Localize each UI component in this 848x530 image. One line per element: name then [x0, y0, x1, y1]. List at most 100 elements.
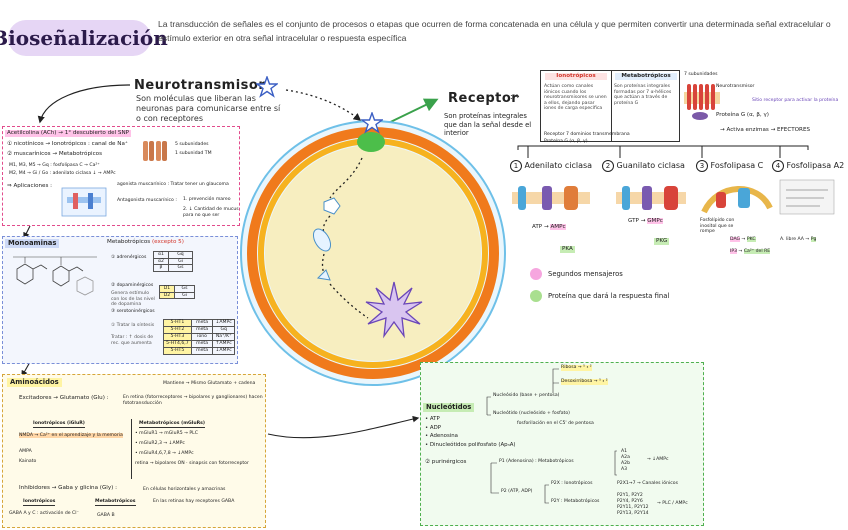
effector4-aa: A. libre AA: [780, 237, 804, 242]
amino-acids-excitatory-desc: En retina (fotorreceptores → bipolares y…: [123, 395, 263, 406]
monoamines-note-2: Tratar : ↑ dosis de rec. que aumenta: [111, 335, 154, 346]
adrenergic-row: α2 Gi: [153, 258, 193, 266]
adrenergic-value: Gq: [177, 252, 184, 257]
effector-1-label: Adenilato ciclasa: [524, 161, 593, 170]
legend-second-messengers: Segundos mensajeros: [530, 268, 623, 280]
acetylcholine-applications: ⇒ Aplicaciones :: [7, 183, 53, 189]
dopamine-receptor: D2: [160, 292, 175, 299]
effector4-chain: A. libre AA → Pg: [780, 237, 817, 242]
ionotropic-header: Ionotrópicos: [545, 73, 607, 80]
acetylcholine-title: Acetilcolina (ACh) → 1° descubierto del …: [5, 130, 132, 137]
effector-3-label: Fosfolipasa C: [710, 161, 764, 170]
serotonin-cell: 5-HT5: [164, 348, 192, 354]
metabotropic-header: Metabotrópicos: [615, 73, 677, 80]
effector2-pkg: PKG: [654, 238, 670, 245]
effector1-atp: ATP: [532, 224, 543, 230]
serotonin-cell: 5-HT3: [164, 334, 192, 340]
p2y-receptor: P2Y4, P2Y6: [617, 499, 643, 504]
nucleotide-deoxyribose: Desoxirribosa → ⁵ ₃ ²: [561, 379, 608, 385]
nucleotide-item: • Dinucleótidos polifosfato (ApₙA): [425, 441, 516, 448]
amino-acids-title: Aminoácidos: [7, 378, 62, 387]
nucleoside-def: Nucleósido (base + pentosa): [493, 393, 560, 398]
adrenergic-receptor: β: [154, 265, 169, 271]
signal-path-icon: [312, 157, 369, 319]
serotonin-cell: meta: [192, 320, 214, 326]
dopamine-receptor: D1: [160, 286, 175, 292]
acetylcholine-agonist: agonista muscarínico : Tratar tener un g…: [117, 182, 229, 187]
amino-acids-box: Aminoácidos Mantiene → Mismo Glutamato +…: [2, 374, 266, 528]
receptor-desc: Son proteínas integrales que dan la seña…: [444, 112, 532, 137]
ionotropic-desc: Actúan como canales iónicos cuando los n…: [544, 84, 607, 112]
membrane-pla2: [779, 179, 835, 215]
amino-acids-excitatory: Excitadores → Glutamato (Glu) :: [19, 395, 109, 401]
monoamines-metabotropic-note: (excepto 5): [151, 239, 184, 245]
dopamine-table: D1 Gs D2 Gi: [159, 285, 195, 300]
star-icon: [256, 76, 278, 98]
intro-text: La transducción de señales es el conjunt…: [158, 19, 831, 43]
gaba-note: En las retinas hay receptores GABA: [153, 499, 235, 504]
gaba-a-c: GABA A y C : activación de Cl⁻: [9, 511, 79, 516]
amino-acids-kainate: Kainato: [19, 459, 37, 464]
p2y-receptor: P2Y1, P2Y2: [617, 493, 643, 498]
membrane-plc: [701, 186, 773, 214]
effector2-chain: GTP → GMPc: [628, 218, 663, 224]
p1-receptor: A2b: [621, 461, 630, 466]
effector-4: 4 Fosfolipasa A2: [772, 160, 844, 172]
effector-1: 1 Adenilato ciclasa: [510, 160, 592, 172]
adrenergic-row: α1 Gq: [153, 251, 193, 259]
effector4-pg: Pg: [810, 237, 817, 242]
effector3-ca: Ca²⁺ del RE: [743, 249, 771, 254]
receptor-title: Receptor: [448, 91, 519, 106]
p2y-receptor: P2Y13, P2Y14: [617, 511, 649, 516]
legend-green-dot-icon: [530, 290, 542, 302]
p2x-label: P2X : Ionotrópicos: [551, 481, 593, 486]
effector-2-label: Guanilato ciclasa: [616, 161, 685, 170]
nucleotide-phosphorylation: fosforilación en el C5' de pentosa: [517, 421, 594, 426]
nucleotides-list: • ATP• ADP• Adenosina• Dinucleótidos pol…: [425, 415, 516, 449]
gaba-ionotropic-header: Ionotrópicos: [23, 499, 56, 506]
p1-receptor: A3: [621, 467, 628, 472]
effector2-gtp: GTP: [628, 218, 639, 224]
purinergic-label: ② purinérgicos: [425, 459, 467, 465]
p2x-output: P2X1→7 → Canales iónicos: [617, 481, 679, 486]
serotonin-cell: meta: [192, 341, 214, 347]
receptor-drawing-icon: [61, 187, 107, 217]
p2y-output: → PLC / AMPc: [657, 501, 688, 506]
effector-3: 3 Fosfolipasa C: [696, 160, 763, 172]
dopamine-value: Gs: [181, 286, 188, 291]
legend-green-label: Proteína que dará la respuesta final: [548, 291, 670, 300]
p1-receptor: A2a: [621, 455, 630, 460]
adrenergic-table: α1 Gq α2 Gi β Gs: [153, 251, 193, 272]
metabotropic-desc: Son proteínas integrales formadas por 7 …: [614, 84, 672, 106]
nucleus-icon: [365, 281, 423, 339]
effector3-dag: DAG → PKC: [730, 237, 756, 242]
membrane-adenylate: [512, 186, 590, 210]
effector1-pka: PKA: [560, 246, 575, 253]
dopamine-value: Gi: [182, 292, 187, 298]
effector3-dag-label: DAG: [730, 237, 741, 242]
serotonin-cell: Na⁺/K⁺: [215, 334, 232, 339]
amino-acids-ionotropic-header: Ionotrópicos (iGluR): [33, 421, 85, 428]
monoamines-dopaminergic: ② dopaminérgicos: [111, 283, 154, 288]
monoamines-note-1: ① Tratar la síntesis: [111, 323, 155, 328]
effector-4-label: Fosfolipasa A2: [786, 161, 845, 170]
adrenergic-row: β Gs: [153, 265, 193, 272]
amino-acids-mglur4: • mGluR4,6,7,8 → ↓AMPc: [135, 451, 194, 456]
amino-acids-nmda: NMDA → Ca²⁺ en el aprendizaje y la memor…: [19, 433, 127, 439]
p1-receptor: A1: [621, 449, 628, 454]
p2y-receptor: P2Y11, P2Y12: [617, 505, 649, 510]
acetylcholine-nicotinic: ① nicotínicos → Ionotrópicos : canal de …: [7, 141, 128, 147]
nucleotides-branches: [486, 368, 617, 504]
effector-2-number: 2: [602, 160, 614, 172]
receptor-types-table: Ionotrópicos Metabotrópicos Actúan como …: [540, 70, 680, 142]
effector-4-number: 4: [772, 160, 784, 172]
effector-3-number: 3: [696, 160, 708, 172]
monoamines-metabotropic-label: Metabotrópicos: [107, 239, 151, 245]
acetylcholine-antagonist-1: 1. prevención mareo: [183, 197, 231, 202]
acetylcholine-m135: M1, M3, M5 → Gq : fosfolipasa C → Ca²⁺: [9, 163, 100, 168]
amino-acids-retina-note: retina → bipolares ON · sinapsis con fot…: [135, 461, 249, 466]
